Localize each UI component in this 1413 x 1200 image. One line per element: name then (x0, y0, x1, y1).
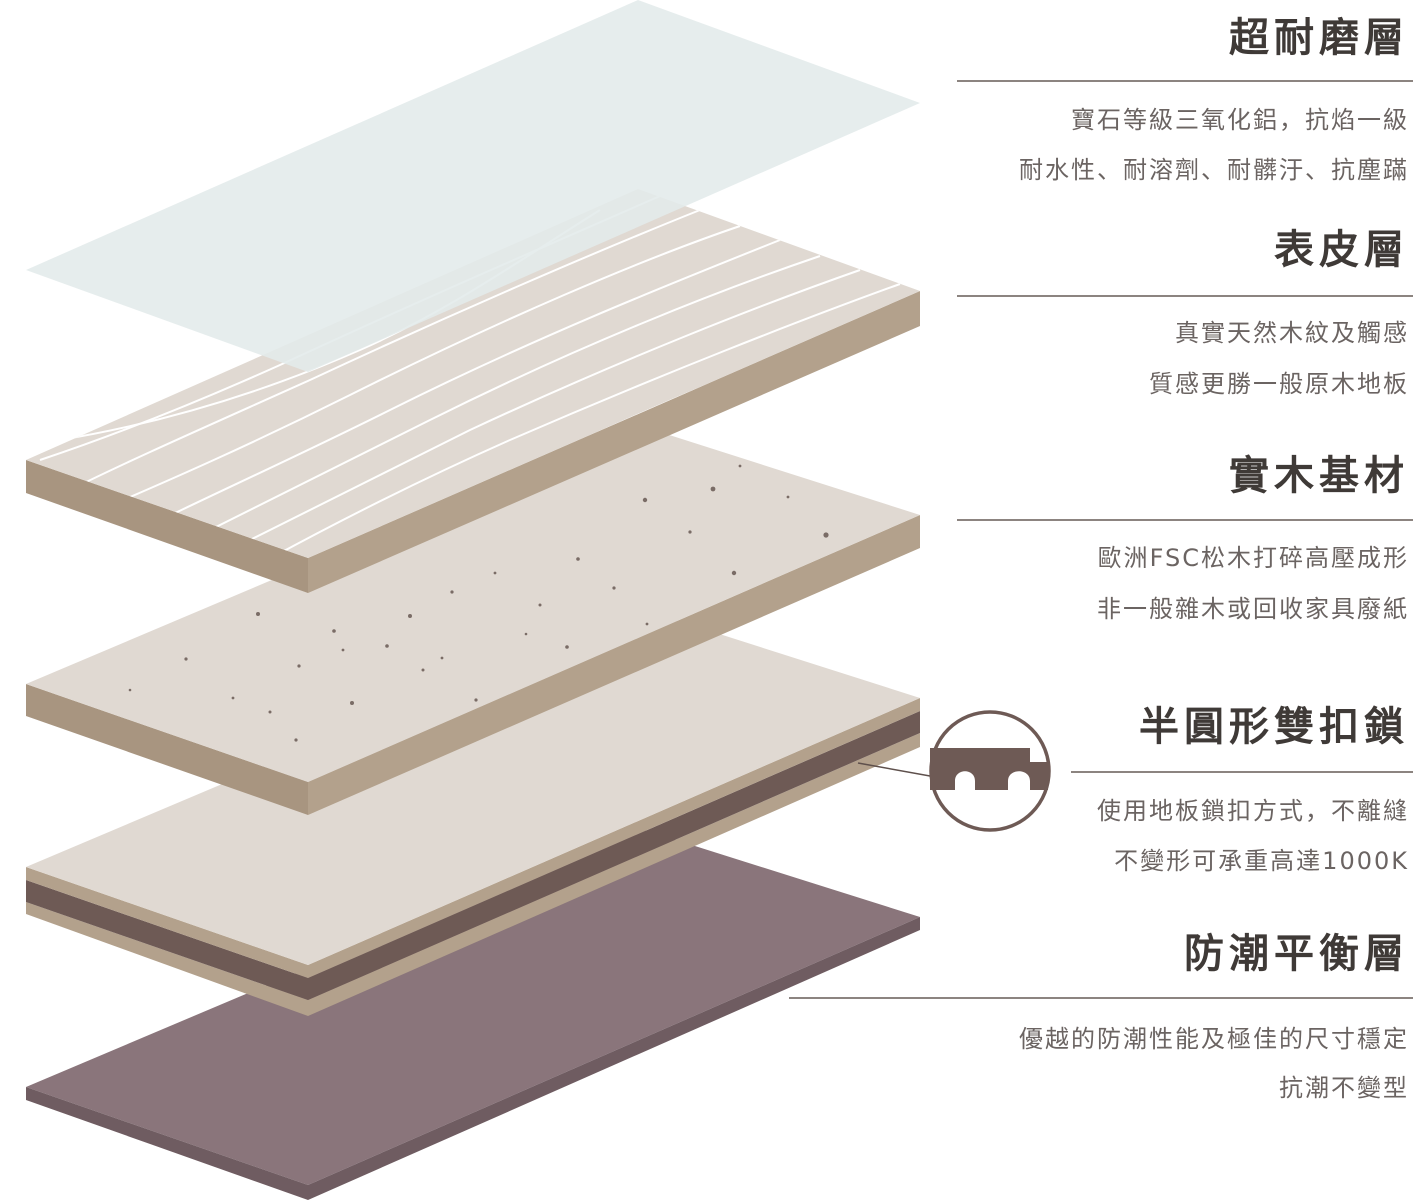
lock-layer-desc-2: 不變形可承重高達1000K (1114, 847, 1409, 875)
lock-core-slab (26, 608, 920, 1016)
tongue-and-groove-lock-icon (929, 710, 1051, 832)
lock-layer-heading: 半圓形雙扣鎖 (1139, 703, 1409, 751)
balance-layer-heading: 防潮平衡層 (1184, 930, 1409, 978)
lock-layer-divider (1071, 771, 1413, 773)
substrate-layer-desc-1: 歐洲FSC松木打碎高壓成形 (1097, 544, 1409, 572)
substrate-layer-desc-2: 非一般雜木或回收家具廢紙 (1097, 595, 1409, 623)
wear-layer-heading: 超耐磨層 (1229, 14, 1409, 62)
balance-layer-divider (789, 997, 1413, 999)
substrate-slab (26, 425, 920, 815)
decor-layer-desc-2: 質感更勝一般原木地板 (1149, 370, 1409, 398)
wear-layer-slab (26, 0, 920, 372)
balance-layer-desc-2: 抗潮不變型 (1279, 1074, 1409, 1102)
decor-layer-divider (957, 295, 1413, 297)
substrate-layer-title: 實木基材 (1229, 453, 1409, 499)
decor-layer-title: 表皮層 (1274, 227, 1409, 273)
substrate-layer-heading: 實木基材 (1229, 452, 1409, 500)
wood-particle-specks (128, 464, 829, 742)
wear-layer-divider (957, 80, 1413, 82)
lock-layer-title: 半圓形雙扣鎖 (1139, 704, 1409, 750)
decor-slab (26, 189, 920, 593)
balance-layer-title: 防潮平衡層 (1184, 931, 1409, 977)
lock-layer-desc-1: 使用地板鎖扣方式，不離縫 (1097, 797, 1409, 825)
decor-layer-desc-1: 真實天然木紋及觸感 (1175, 319, 1409, 347)
wear-layer-title: 超耐磨層 (1229, 15, 1409, 61)
decor-layer-heading: 表皮層 (1274, 226, 1409, 274)
wear-layer-desc-2: 耐水性、耐溶劑、耐髒汙、抗塵蹣 (1019, 156, 1409, 184)
balance-layer-desc-1: 優越的防潮性能及極佳的尺寸穩定 (1019, 1025, 1409, 1053)
substrate-layer-divider (957, 519, 1413, 521)
lock-callout-line (857, 762, 931, 777)
balance-layer-slab (26, 828, 920, 1200)
wear-layer-desc-1: 寶石等級三氧化鋁，抗焰一級 (1071, 106, 1409, 134)
